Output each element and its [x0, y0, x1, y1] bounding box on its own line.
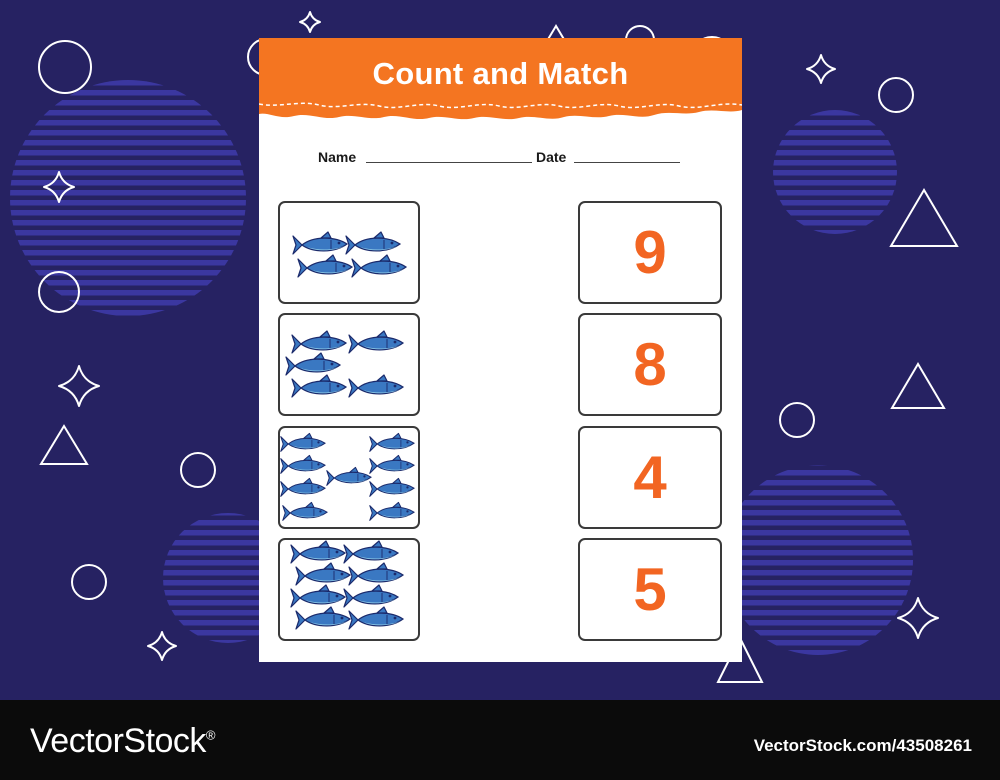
- fish-icon: [351, 254, 408, 278]
- striped-circle-decor: [773, 110, 897, 234]
- fish-group: [290, 540, 405, 630]
- sparkle-star-icon: [43, 171, 75, 203]
- name-label: Name: [318, 149, 357, 165]
- fish-icon: [282, 501, 328, 521]
- triangle-outline-icon: [889, 188, 959, 247]
- circle-outline-icon: [878, 77, 914, 113]
- fish-icon: [291, 374, 348, 398]
- fish-icon: [326, 466, 372, 486]
- fish-box-2[interactable]: [278, 313, 420, 416]
- number-label: 5: [633, 556, 667, 623]
- brand-logo[interactable]: VectorStock®: [30, 722, 216, 761]
- sparkle-star-icon: [897, 597, 939, 639]
- fish-icon: [348, 606, 405, 630]
- fish-icon: [369, 432, 415, 452]
- date-label: Date: [536, 149, 567, 165]
- circle-outline-icon: [71, 564, 107, 600]
- number-box-2[interactable]: 8: [578, 313, 722, 416]
- fish-icon: [295, 562, 352, 586]
- fish-icon: [292, 231, 349, 255]
- fish-icon: [290, 540, 347, 564]
- worksheet-header-banner: [259, 38, 742, 120]
- striped-circle-decor: [723, 465, 913, 655]
- circle-outline-icon: [38, 40, 92, 94]
- number-box-4[interactable]: 5: [578, 538, 722, 641]
- sparkle-star-icon: [299, 11, 321, 33]
- fish-icon: [285, 352, 342, 376]
- fish-icon: [369, 477, 415, 497]
- circle-outline-icon: [180, 452, 216, 488]
- fish-icon: [343, 540, 400, 564]
- fish-icon: [291, 330, 348, 354]
- date-line: [574, 162, 680, 163]
- number-box-1[interactable]: 9: [578, 201, 722, 304]
- sparkle-star-icon: [58, 365, 100, 407]
- fish-icon: [280, 477, 326, 497]
- fish-box-1[interactable]: [278, 201, 420, 304]
- fish-icon: [348, 562, 405, 586]
- fish-icon: [280, 454, 326, 474]
- stock-id: VectorStock.com/43508261: [753, 736, 972, 755]
- fish-icon: [280, 432, 326, 452]
- circle-outline-icon: [779, 402, 815, 438]
- footer-bar: VectorStock® VectorStock.com/43508261: [0, 700, 1000, 780]
- brand-name: VectorStock: [30, 722, 206, 760]
- fish-icon: [348, 330, 405, 354]
- fish-icon: [290, 584, 347, 608]
- fish-icon: [295, 606, 352, 630]
- triangle-outline-icon: [890, 362, 946, 409]
- fish-group: [292, 231, 408, 278]
- fish-icon: [369, 454, 415, 474]
- fish-icon: [297, 254, 354, 278]
- fish-icon: [343, 584, 400, 608]
- number-label: 8: [633, 331, 667, 398]
- fish-icon: [348, 374, 405, 398]
- number-label: 4: [633, 444, 667, 511]
- number-label: 9: [633, 219, 667, 286]
- fish-icon: [369, 501, 415, 521]
- sparkle-star-icon: [806, 54, 836, 84]
- striped-circle-decor: [10, 80, 246, 316]
- fish-icon: [345, 231, 402, 255]
- sparkle-star-icon: [147, 631, 177, 661]
- worksheet: Count and Match Name Date 9 8 4 5: [259, 38, 742, 662]
- fish-box-3[interactable]: [278, 426, 420, 529]
- fish-box-4[interactable]: [278, 538, 420, 641]
- registered-mark: ®: [205, 727, 216, 743]
- number-box-3[interactable]: 4: [578, 426, 722, 529]
- fish-group: [285, 330, 405, 398]
- circle-outline-icon: [38, 271, 80, 313]
- name-line: [366, 162, 532, 163]
- fish-group: [280, 432, 415, 521]
- worksheet-title: Count and Match: [372, 56, 629, 91]
- triangle-outline-icon: [39, 424, 89, 465]
